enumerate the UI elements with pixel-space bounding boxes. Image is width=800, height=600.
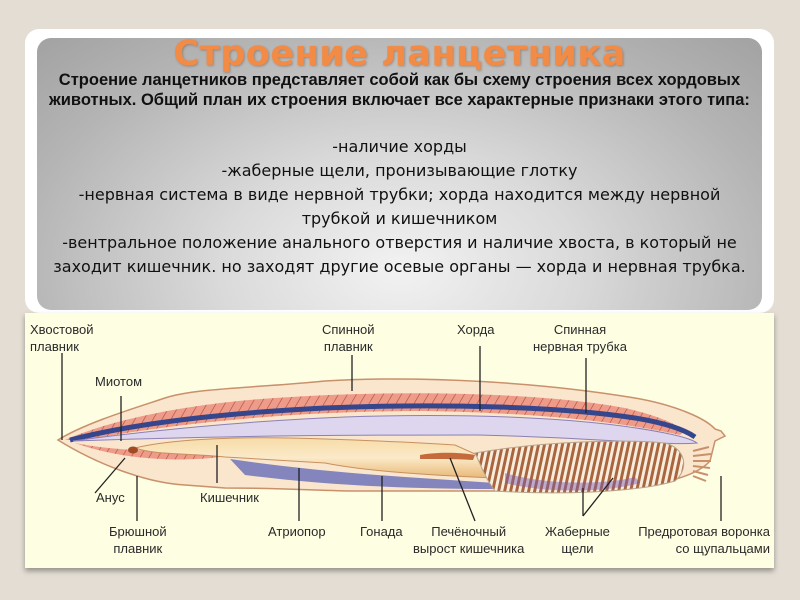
label-tail-fin: Хвостовой плавник [30,322,94,354]
label-gonad: Гонада [360,524,403,539]
feature-item: -вентральное положение анального отверст… [53,233,746,276]
label-atriopore: Атриопор [268,524,326,539]
slide-title: Строение ланцетника [173,34,626,74]
label-myotome: Миотом [95,374,143,389]
lancelet-illustration [56,346,727,522]
label-notochord: Хорда [457,322,495,337]
label-hepatic-caecum: Печёночный вырост кишечника [413,524,525,556]
label-anus: Анус [96,490,125,505]
label-ventral-fin: Брюшной плавник [109,524,167,556]
label-nerve-cord: Спинная нервная трубка [533,322,627,354]
feature-item: -жаберные щели, пронизывающие глотку [221,161,578,180]
feature-item: -наличие хорды [332,137,467,156]
label-intestine: Кишечник [200,490,259,505]
text-panel: Строение ланцетника Строение ланцетников… [37,34,762,310]
intro-paragraph: Строение ланцетников представляет собой … [49,71,750,109]
lancelet-diagram: Хвостовой плавник Миотом Спинной плавник… [25,313,774,568]
label-dorsal-fin: Спинной плавник [322,322,375,354]
feature-list: -наличие хорды -жаберные щели, пронизыва… [37,135,762,279]
feature-item: -нервная система в виде нервной трубки; … [78,185,721,228]
label-oral-hood: Предротовая воронка со щупальцами [638,524,770,556]
label-gill-slits: Жаберные щели [545,524,610,556]
